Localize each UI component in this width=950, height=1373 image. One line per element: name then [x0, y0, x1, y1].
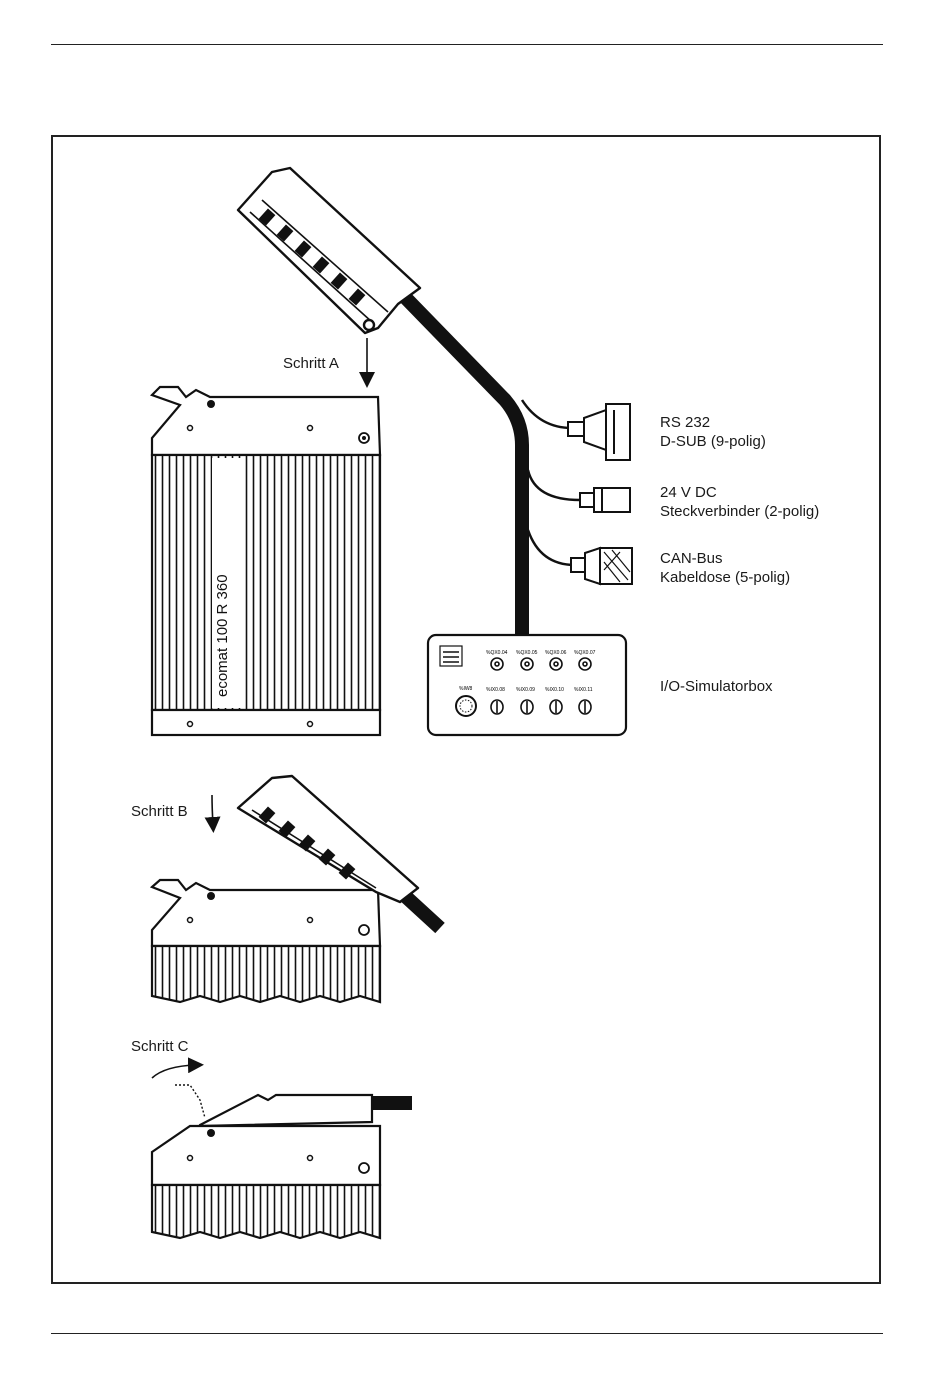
dc-desc: Steckverbinder (2-polig) — [660, 502, 819, 521]
input-label-2: %IX0.10 — [545, 687, 564, 693]
step-a-label: Schritt A — [283, 354, 339, 373]
pot-label: %IW8 — [459, 686, 473, 692]
main-cable — [398, 290, 522, 640]
input-label-1: %IX0.09 — [516, 687, 535, 693]
dsub-connector-icon — [568, 404, 630, 460]
can-label: CAN-Bus — [660, 549, 723, 568]
step-b-label: Schritt B — [131, 802, 188, 821]
potentiometer-icon — [456, 696, 476, 716]
step-c-label: Schritt C — [131, 1037, 189, 1056]
device-name-label: ecomat 100 R 360 — [214, 574, 231, 697]
plug-step-a — [238, 168, 420, 333]
controller-module — [152, 387, 380, 735]
dc-plug-icon — [580, 488, 630, 512]
input-label-3: %IX0.11 — [574, 687, 593, 693]
ifm-logo-icon — [440, 646, 462, 666]
output-label-0: %QX0.04 — [486, 650, 508, 656]
controller-step-b — [152, 880, 380, 1002]
output-label-1: %QX0.05 — [516, 650, 538, 656]
arrow-curved-icon — [152, 1065, 196, 1078]
output-label-3: %QX0.07 — [574, 650, 596, 656]
can-desc: Kabeldose (5-polig) — [660, 568, 790, 587]
can-socket-icon — [571, 548, 632, 584]
rs232-label: RS 232 — [660, 413, 710, 432]
rs232-desc: D-SUB (9-polig) — [660, 432, 766, 451]
input-label-0: %IX0.08 — [486, 687, 505, 693]
simulator-label: I/O-Simulatorbox — [660, 677, 773, 696]
output-label-2: %QX0.06 — [545, 650, 567, 656]
io-simulator-box: %QX0.04 %QX0.05 %QX0.06 %QX0.07 %IX0.08 … — [428, 635, 626, 735]
controller-step-c — [152, 1085, 412, 1238]
arrow-rotate-icon — [212, 795, 213, 825]
dc-label: 24 V DC — [660, 483, 717, 502]
